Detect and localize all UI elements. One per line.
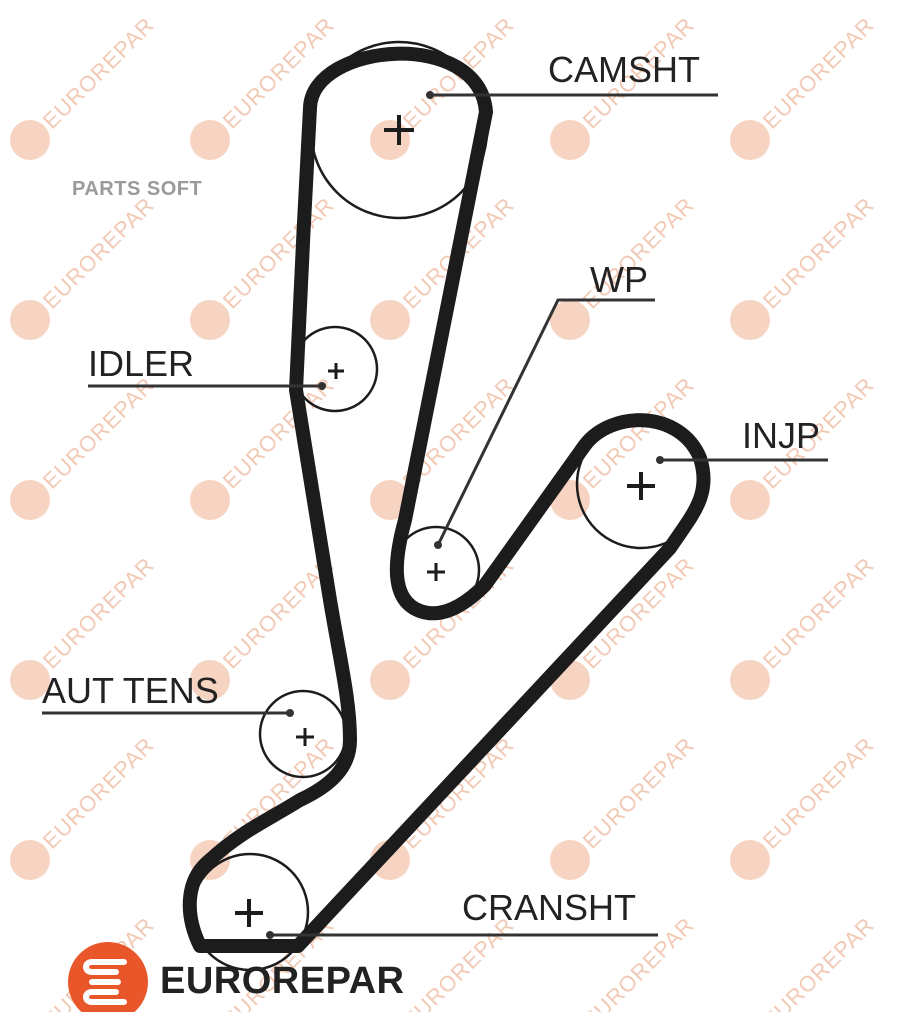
watermark-logo-icon <box>730 480 770 520</box>
auto-tensioner-leader-dot <box>286 709 294 717</box>
watermark-logo-icon <box>190 660 230 700</box>
crankshaft-leader-dot <box>266 931 274 939</box>
watermark-logo-icon <box>190 120 230 160</box>
watermark-logo-icon <box>10 300 50 340</box>
water-pump-leader-dot <box>434 541 442 549</box>
parts-soft-watermark: PARTS SOFT <box>72 178 203 200</box>
watermark-logo-icon <box>10 480 50 520</box>
camshaft-label: CAMSHT <box>548 49 700 90</box>
injection-pump-label: INJP <box>742 415 820 456</box>
watermark-logo-icon <box>370 300 410 340</box>
timing-belt <box>182 46 711 953</box>
watermark-logo-icon <box>10 660 50 700</box>
watermark-logo-icon <box>730 840 770 880</box>
eurorepar-logo-icon <box>68 942 148 1012</box>
watermark-logo-icon <box>550 120 590 160</box>
watermark-logo-icon <box>730 660 770 700</box>
auto-tensioner-center-mark <box>296 728 314 746</box>
watermark-logo-icon <box>190 300 230 340</box>
watermark-logo-icon <box>730 120 770 160</box>
idler-center-mark <box>328 363 344 379</box>
idler-leader-dot <box>318 382 326 390</box>
water-pump-label: WP <box>590 259 648 300</box>
watermark-logo-icon <box>550 300 590 340</box>
injection-pump-leader-dot <box>656 456 664 464</box>
injection-pump-center-mark <box>627 472 655 500</box>
auto-tensioner-pulley <box>258 689 348 779</box>
watermark-logo-icon <box>550 840 590 880</box>
brand-name: EUROREPAR <box>160 960 405 1002</box>
water-pump-leader <box>436 298 655 546</box>
watermark-logo-icon <box>190 480 230 520</box>
watermark-logo-icon <box>370 660 410 700</box>
watermark-logo-icon <box>730 300 770 340</box>
water-pump-center-mark <box>427 563 445 581</box>
idler-label: IDLER <box>88 343 194 384</box>
camshaft-leader-dot <box>426 91 434 99</box>
watermark-logo-icon <box>10 120 50 160</box>
auto-tensioner-label: AUT TENS <box>42 670 219 711</box>
watermark-logo-icon <box>10 840 50 880</box>
camshaft-center-mark <box>384 115 414 145</box>
crankshaft-center-mark <box>235 899 263 927</box>
crankshaft-label: CRANSHT <box>462 887 636 928</box>
